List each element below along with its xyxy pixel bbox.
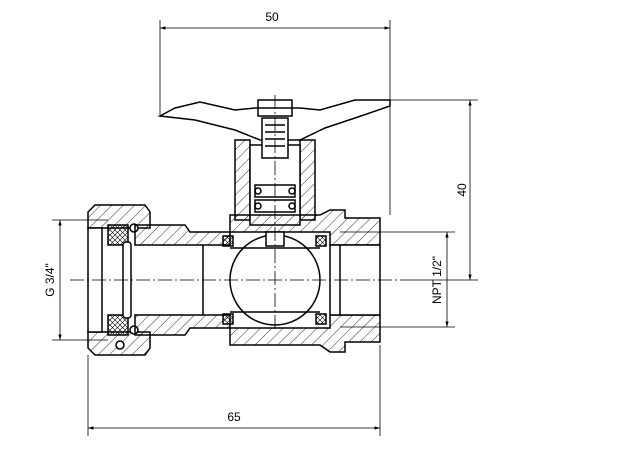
dim-outlet-thread: NPT 1/2" [430, 256, 444, 304]
centerlines [70, 95, 400, 330]
dim-inlet-thread: G 3/4" [43, 263, 57, 297]
dim-handle-height: 40 [455, 183, 469, 197]
dim-top-width: 50 [265, 10, 279, 24]
union-nut [87, 204, 151, 356]
dim-overall-length: 65 [227, 410, 241, 424]
valve-body [134, 209, 381, 353]
dimension-lines [52, 20, 478, 436]
